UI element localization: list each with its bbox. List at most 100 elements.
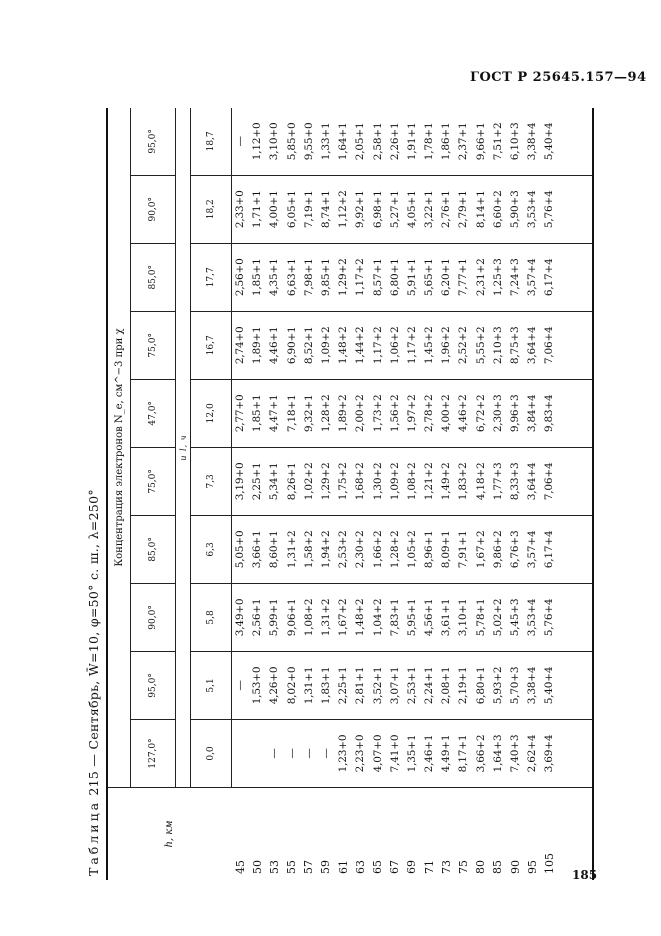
table-cell: 1,33+1: [319, 122, 332, 161]
h-column-header: h, км: [107, 787, 232, 880]
table-cell: 2,37+1: [457, 122, 470, 161]
h-value: 45: [233, 860, 247, 874]
table-cell: 1,09+2: [388, 462, 401, 501]
table-cell: 2,19+1: [457, 666, 470, 705]
table-cell: 6,05+1: [285, 190, 298, 229]
table-cell: 2,05+1: [354, 122, 367, 161]
h-value: 63: [353, 860, 367, 874]
table-cell: —: [285, 748, 298, 759]
table-cell: 1,29+2: [337, 258, 350, 297]
table-cell: 6,17+4: [543, 258, 556, 297]
table-cell: 4,26+0: [268, 666, 281, 705]
table-cell: 2,58+1: [371, 122, 384, 161]
table-cell: 1,67+2: [474, 530, 487, 569]
table-cell: 1,85+1: [251, 394, 264, 433]
table-cell: 6,98+1: [371, 190, 384, 229]
table-cell: 3,38+4: [526, 666, 539, 705]
table-cell: 2,62+4: [526, 734, 539, 773]
caption-number: 215: [86, 770, 101, 796]
table-cell: 8,26+1: [285, 462, 298, 501]
table-cell: 1,77+3: [491, 462, 504, 501]
table-cell: 1,73+2: [371, 394, 384, 433]
table-cell: 1,86+1: [440, 122, 453, 161]
table-cell: 2,10+3: [491, 326, 504, 365]
table-cell: 1,23+0: [337, 734, 350, 773]
table-cell: 1,17+2: [371, 326, 384, 365]
table-cell: 3,19+0: [234, 462, 246, 501]
table-cell: 1,78+1: [423, 122, 436, 161]
local-time-value: 5,8: [190, 583, 232, 652]
table-cell: 2,79+1: [457, 190, 470, 229]
table-cell: 4,49+1: [440, 734, 453, 773]
table-cell: 2,25+1: [337, 666, 350, 705]
table-caption: Таблица 215 — Сентябрь, W̄=10, φ=50° с. …: [84, 108, 106, 880]
table-cell: 6,72+2: [474, 394, 487, 433]
table-cell: 5,55+2: [474, 326, 487, 365]
table-cell: 3,10+1: [457, 598, 470, 637]
table-cell: 4,07+0: [371, 734, 384, 773]
table-cell: 1,45+2: [423, 326, 436, 365]
table-cell: 9,06+1: [285, 598, 298, 637]
table-cell: [249, 720, 266, 787]
h-value: 53: [267, 860, 281, 874]
table-cell: 6,76+3: [509, 530, 521, 569]
table-cell: 1,29+2: [319, 462, 332, 501]
local-time-value: 18,7: [190, 108, 232, 176]
table-cell: 2,00+2: [354, 394, 367, 433]
table-cell: 8,75+3: [509, 326, 521, 365]
table-cell: 6,80+1: [388, 258, 401, 297]
table-cell: 7,24+3: [509, 258, 521, 297]
table-cell: 9,85+1: [319, 258, 332, 297]
caption-text: — Сентябрь, W̄=10, φ=50° с. ш., λ=250°: [86, 489, 101, 767]
table-cell: 1,31+2: [319, 598, 332, 637]
table-cell: —: [268, 748, 281, 759]
table-cell: 9,55+0: [302, 122, 315, 161]
chi-header: 85,0°: [130, 515, 176, 584]
rotated-table-block: Таблица 215 — Сентябрь, W̄=10, φ=50° с. …: [84, 108, 620, 880]
chi-header: 95,0°: [130, 651, 176, 720]
h-value: 90: [508, 860, 522, 874]
table-cell: 1,09+2: [319, 326, 332, 365]
table-cell: 5,05+0: [234, 530, 246, 569]
table-cell: 1,04+2: [371, 598, 384, 637]
table-cell: 1,89+1: [251, 326, 264, 365]
table-cell: 1,71+1: [251, 190, 264, 229]
table-cell: 3,22+1: [423, 190, 436, 229]
table-cell: 5,99+1: [268, 598, 281, 637]
table-cell: 4,35+1: [268, 258, 281, 297]
table-cell: 6,10+3: [509, 122, 521, 161]
table-cell: 2,52+2: [457, 326, 470, 365]
table-cell: 1,17+2: [354, 258, 367, 297]
table-cell: 3,66+1: [251, 530, 264, 569]
chi-header: 90,0°: [130, 175, 176, 244]
table-cell: 1,91+1: [405, 122, 418, 161]
table-cell: 2,53+1: [405, 666, 418, 705]
table-cell: 4,00+2: [440, 394, 453, 433]
table-cell: 1,12+2: [337, 190, 350, 229]
h-value: 59: [319, 860, 333, 874]
table-cell: 2,76+1: [440, 190, 453, 229]
table-cell: 5,91+1: [405, 258, 418, 297]
table-cell: 1,31+1: [302, 666, 315, 705]
page-number: 185: [572, 868, 598, 882]
local-time-value: 18,2: [190, 175, 232, 244]
h-value: 95: [525, 860, 539, 874]
h-value: 61: [336, 860, 350, 874]
table-cell: 5,27+1: [388, 190, 401, 229]
standard-header: ГОСТ Р 25645.157—94: [470, 70, 647, 85]
table-cell: 5,45+3: [509, 598, 521, 637]
table-cell: 3,69+4: [543, 734, 556, 773]
table-cell: 3,53+4: [526, 190, 539, 229]
table-cell: 2,74+0: [234, 326, 246, 365]
table-cell: 8,57+1: [371, 258, 384, 297]
table-cell: 2,23+0: [354, 734, 367, 773]
table-cell: 8,52+1: [302, 326, 315, 365]
chi-header: 127,0°: [130, 719, 176, 788]
table-cell: 5,85+0: [285, 122, 298, 161]
h-value: 67: [388, 860, 402, 874]
